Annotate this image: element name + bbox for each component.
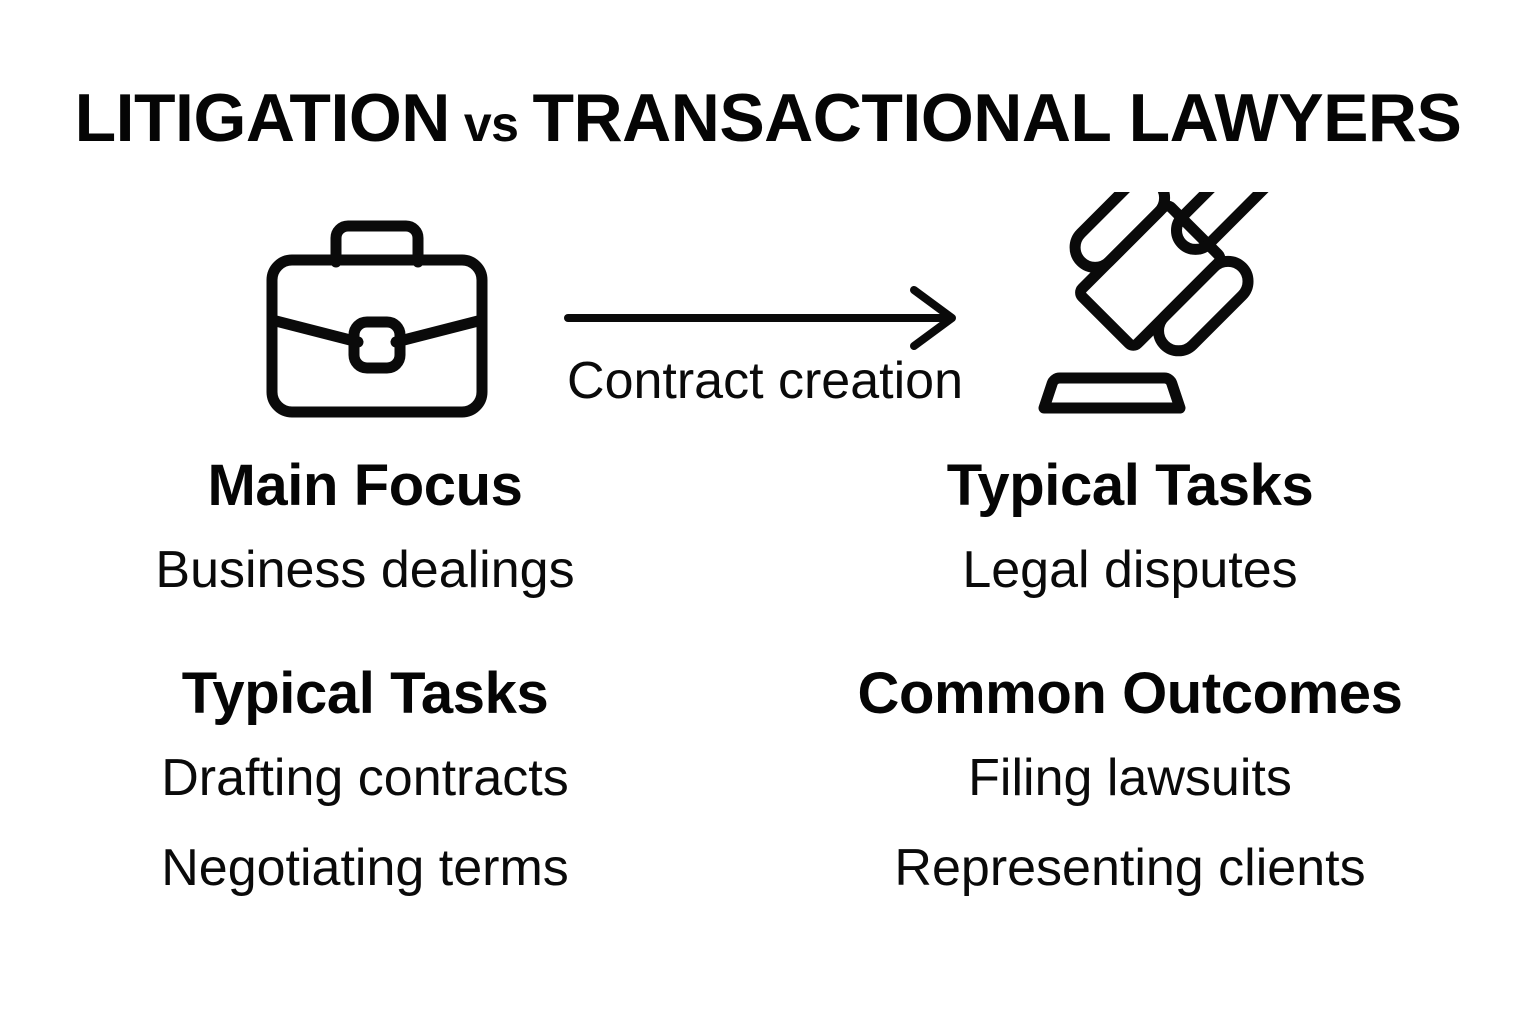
block-main-focus: Main Focus Business dealings <box>55 452 675 606</box>
item-negotiating-terms: Negotiating terms <box>161 839 569 897</box>
briefcase-icon <box>262 212 492 422</box>
heading-main-focus: Main Focus <box>207 453 523 518</box>
item-drafting-contracts: Drafting contracts <box>161 749 569 807</box>
title-part-two: TRANSACTIONAL LAWYERS <box>532 80 1462 156</box>
block-typical-tasks-left: Typical Tasks Drafting contracts Negotia… <box>55 660 675 904</box>
arrow-right-icon <box>556 282 972 358</box>
connector-label: Contract creation <box>567 352 963 410</box>
column-transactional: Main Focus Business dealings Typical Tas… <box>55 452 675 904</box>
heading-typical-tasks-right: Typical Tasks <box>946 453 1314 518</box>
column-litigation: Typical Tasks Legal disputes Common Outc… <box>820 452 1440 904</box>
block-common-outcomes: Common Outcomes Filing lawsuits Represen… <box>820 660 1440 904</box>
title-vs: vs <box>463 96 519 152</box>
heading-common-outcomes: Common Outcomes <box>857 661 1403 726</box>
gavel-icon <box>1030 126 1300 424</box>
item-business-dealings: Business dealings <box>155 541 575 599</box>
block-typical-tasks-right: Typical Tasks Legal disputes <box>820 452 1440 606</box>
heading-typical-tasks-left: Typical Tasks <box>181 661 549 726</box>
item-representing-clients: Representing clients <box>894 839 1366 897</box>
title-part-one: LITIGATION <box>74 80 451 156</box>
item-filing-lawsuits: Filing lawsuits <box>968 749 1292 807</box>
item-legal-disputes: Legal disputes <box>962 541 1298 599</box>
